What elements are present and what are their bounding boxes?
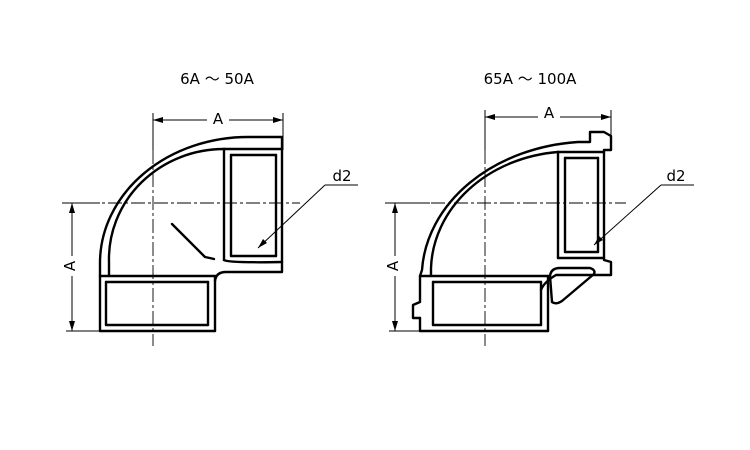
right-elbow-body (411, 130, 613, 333)
left-thread-leader: d2 (257, 167, 358, 249)
left-thread-label-d2: d2 (332, 167, 351, 185)
right-thread-label-d2: d2 (666, 167, 685, 185)
left-dimension-horizontal: A (152, 109, 284, 150)
right-dimension-a-top: A (544, 104, 555, 122)
left-dimension-vertical: A (61, 202, 100, 332)
right-dimension-a-side: A (384, 260, 402, 271)
right-elbow-view: 65A ～ 100A A A (384, 70, 694, 346)
right-center-lines (385, 150, 626, 346)
left-elbow-body (98, 135, 284, 333)
right-size-range-title: 65A ～ 100A (484, 70, 578, 88)
left-dimension-a-side: A (61, 260, 79, 271)
right-thread-leader: d2 (593, 167, 694, 246)
left-elbow-view: 6A ～ 50A A A (61, 70, 358, 346)
left-center-lines (62, 150, 300, 346)
right-dimension-horizontal: A (484, 104, 612, 150)
left-dimension-a-top: A (213, 110, 224, 128)
left-size-range-title: 6A ～ 50A (180, 70, 254, 88)
